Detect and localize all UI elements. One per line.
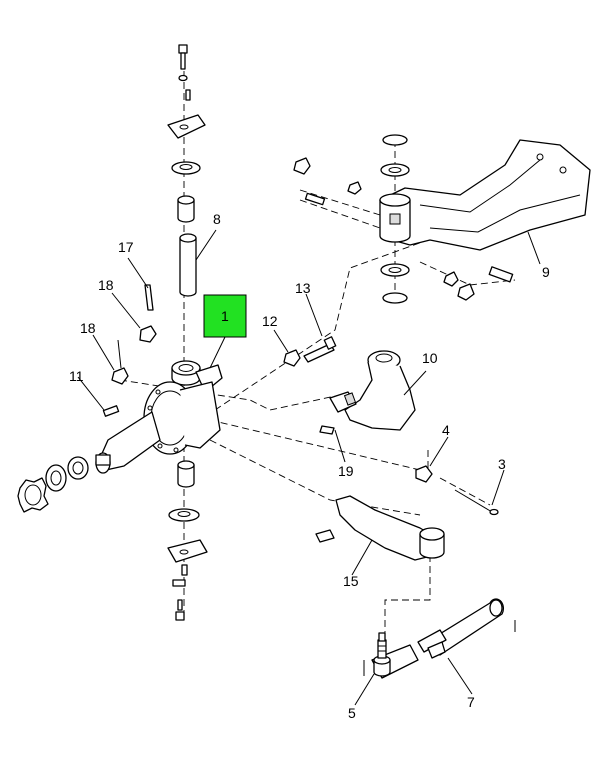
leader-lines	[77, 229, 541, 706]
nut-pin-3-4	[415, 465, 499, 516]
kingpin-part-8	[179, 233, 197, 297]
kingpin-top-hardware	[167, 44, 206, 223]
callout-7[interactable]: 7	[467, 694, 475, 710]
callout-8[interactable]: 8	[213, 211, 221, 227]
assembly-lines	[119, 60, 516, 640]
kingpin-bottom-hardware	[167, 460, 208, 621]
spindle-nut-washers	[17, 456, 89, 513]
callout-4[interactable]: 4	[442, 422, 450, 438]
callout-13[interactable]: 13	[295, 280, 311, 296]
steering-knuckle-part-1	[95, 360, 223, 474]
steering-arm-part-10	[319, 350, 416, 435]
callout-17[interactable]: 17	[118, 239, 134, 255]
callout-19[interactable]: 19	[338, 463, 354, 479]
callout-1[interactable]: 1	[221, 308, 229, 324]
callout-10[interactable]: 10	[422, 350, 438, 366]
callout-12[interactable]: 12	[262, 313, 278, 329]
callout-11[interactable]: 11	[69, 368, 84, 384]
axle-beam-part-9	[293, 134, 591, 304]
callout-5[interactable]: 5	[348, 705, 356, 721]
callout-3[interactable]: 3	[498, 456, 506, 472]
callout-labels: 1 3 4 5 7 8 9 10 11 12 13 15 17 18 18 19	[69, 211, 550, 721]
small-hardware-left	[102, 284, 157, 417]
tie-rod-part-7	[363, 598, 516, 679]
bolt-nut-12-13	[283, 336, 337, 367]
callout-18-lower[interactable]: 18	[80, 320, 96, 336]
callout-9[interactable]: 9	[542, 264, 550, 280]
callout-18-upper[interactable]: 18	[98, 277, 114, 293]
callout-15[interactable]: 15	[343, 573, 359, 589]
tie-rod-arm-part-15	[315, 495, 445, 561]
highlight-box-item-1[interactable]	[203, 294, 247, 338]
